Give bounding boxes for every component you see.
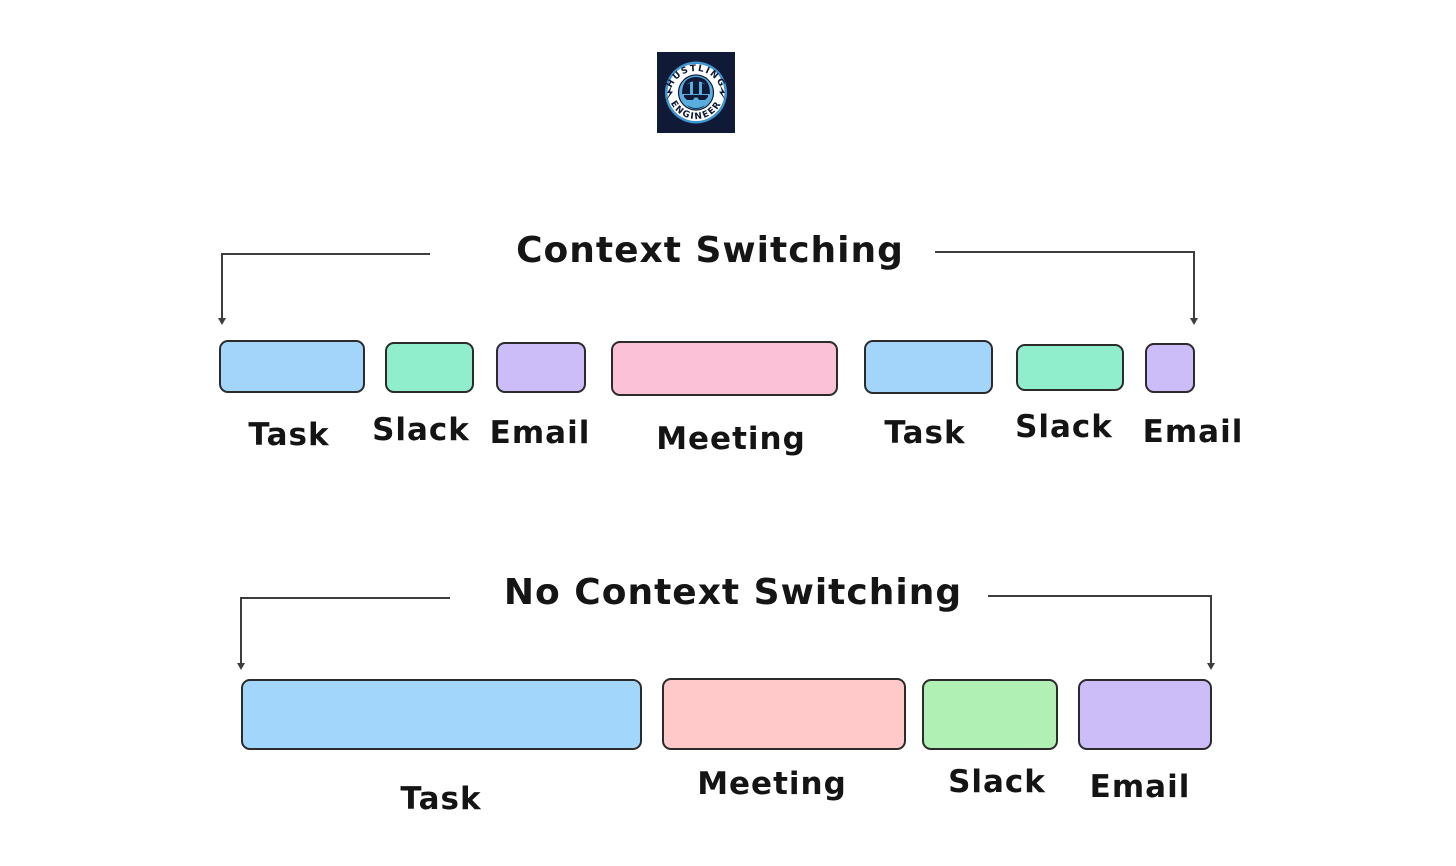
block-label: Slack — [1015, 409, 1113, 445]
arrow-down-icon — [1190, 318, 1198, 325]
block-meeting — [611, 341, 838, 396]
section-title-context-switching: Context Switching — [516, 230, 904, 271]
bracket-line — [240, 597, 450, 599]
block-label: Task — [884, 415, 966, 451]
arrow-down-icon — [218, 318, 226, 325]
engineer-helmet-icon — [682, 77, 710, 94]
block-email — [496, 342, 586, 393]
bracket-line — [222, 253, 430, 255]
sunglasses-icon — [684, 95, 708, 100]
block-label: Meeting — [697, 766, 847, 802]
bracket-line — [1193, 251, 1195, 319]
block-label: Email — [1089, 769, 1191, 805]
section-title-no-context-switching: No Context Switching — [503, 572, 963, 613]
block-email — [1145, 343, 1195, 393]
block-slack — [922, 679, 1058, 750]
block-label: Slack — [948, 764, 1046, 800]
bracket-line — [988, 595, 1212, 597]
block-slack — [385, 342, 474, 393]
block-email — [1078, 679, 1212, 750]
block-label: Task — [248, 417, 330, 453]
block-meeting — [662, 678, 906, 750]
bracket-line — [221, 253, 223, 319]
hustling-engineer-logo: HUSTLING ENGINEER — [657, 52, 735, 133]
block-task — [864, 340, 993, 394]
block-label: Email — [1142, 414, 1244, 450]
block-label: Task — [400, 781, 482, 817]
arrow-down-icon — [237, 663, 245, 670]
block-slack — [1016, 344, 1124, 391]
bracket-line — [240, 597, 242, 664]
block-label: Email — [489, 415, 591, 451]
block-task — [241, 679, 642, 750]
arrow-down-icon — [1207, 663, 1215, 670]
block-label: Slack — [372, 412, 470, 448]
block-task — [219, 340, 365, 393]
block-label: Meeting — [656, 421, 806, 457]
bracket-line — [935, 251, 1195, 253]
bracket-line — [1210, 595, 1212, 664]
lightning-bolt-left-icon — [666, 85, 673, 101]
lightning-bolt-right-icon — [719, 85, 726, 101]
